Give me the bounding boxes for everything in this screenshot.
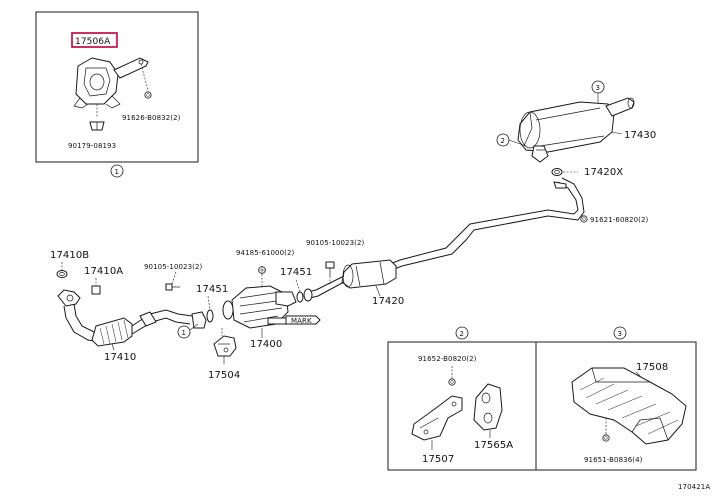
- part-17420-center-pipe[interactable]: [303, 177, 585, 302]
- leader-91626: [140, 63, 149, 91]
- part-17410-front-pipe[interactable]: [57, 289, 207, 347]
- inset-frame-3: [535, 341, 697, 471]
- bolt-91651: [602, 434, 610, 442]
- label-91651-B0836[interactable]: 91651-B0836(4): [584, 456, 643, 464]
- label-17506A[interactable]: 17506A: [75, 37, 111, 47]
- part-17451-gasket-left[interactable]: [206, 309, 214, 323]
- bolt-90105-left: [165, 283, 180, 291]
- ref-1-top: 1: [115, 168, 120, 176]
- label-90105-10023-left[interactable]: 90105-10023(2): [144, 263, 203, 271]
- leader-ref2: [508, 139, 527, 147]
- part-17506A-hanger[interactable]: [73, 57, 149, 109]
- figure-number: 170421A: [678, 483, 710, 491]
- highlight-box-17506A: [71, 32, 118, 48]
- bolt-91621: [580, 215, 588, 223]
- label-17504[interactable]: 17504: [208, 370, 240, 381]
- leader-90105-left: [171, 271, 177, 285]
- ref-circle-1-top: [110, 164, 124, 178]
- label-94185-61000[interactable]: 94185-61000(2): [236, 249, 295, 257]
- label-17410A[interactable]: 17410A: [84, 266, 123, 277]
- label-91621-60820[interactable]: 91621-60820(2): [590, 216, 649, 224]
- bolt-91626: [144, 91, 152, 99]
- part-17508-heat-insulator[interactable]: [571, 367, 687, 445]
- label-91626-B0832[interactable]: 91626-B0832(2): [122, 114, 181, 122]
- part-17430-tailpipe-muffler[interactable]: [517, 97, 635, 163]
- label-17410[interactable]: 17410: [104, 352, 136, 363]
- part-17400-catalytic-converter[interactable]: [222, 285, 297, 329]
- ref-circle-3-box: [613, 326, 627, 340]
- part-17507-bracket[interactable]: [411, 395, 463, 441]
- label-17430[interactable]: 17430: [624, 130, 656, 141]
- part-17420X-gasket[interactable]: [551, 168, 563, 176]
- leader-17451-left: [207, 295, 211, 311]
- label-90105-10023-right[interactable]: 90105-10023(2): [306, 239, 365, 247]
- ref-2-box: 2: [460, 330, 465, 338]
- part-17504-bracket[interactable]: [213, 335, 237, 357]
- nut-90179: [89, 121, 105, 131]
- leader-17410: [111, 343, 115, 351]
- leader-ref1-mid: [189, 323, 199, 331]
- ref-1-mid: 1: [182, 329, 187, 337]
- label-91652-B0820[interactable]: 91652-B0820(2): [418, 355, 477, 363]
- nut-94185: [258, 266, 266, 274]
- part-17565A-hanger[interactable]: [473, 383, 503, 431]
- bolt-91652: [448, 378, 456, 386]
- ref-3-box: 3: [618, 330, 623, 338]
- part-17410B-gasket[interactable]: [56, 270, 68, 278]
- part-17451-gasket-right[interactable]: [296, 291, 304, 303]
- leader-17451-right: [295, 279, 301, 293]
- label-17451-left[interactable]: 17451: [196, 284, 228, 295]
- label-17507[interactable]: 17507: [422, 454, 454, 465]
- leader-17430: [611, 131, 623, 135]
- leader-17508: [635, 371, 643, 379]
- part-17410A-nut[interactable]: [91, 285, 101, 295]
- label-17565A[interactable]: 17565A: [474, 440, 513, 451]
- ref-circle-1-mid: [177, 325, 191, 339]
- label-mark: MARK: [291, 317, 312, 325]
- label-90179-08193[interactable]: 90179-08193: [68, 142, 116, 150]
- ref-circle-2-box: [455, 326, 469, 340]
- label-17420[interactable]: 17420: [372, 296, 404, 307]
- mark-arrow: [285, 315, 321, 325]
- label-17400[interactable]: 17400: [250, 339, 282, 350]
- leader-17420: [375, 285, 381, 297]
- label-17451-right[interactable]: 17451: [280, 267, 312, 278]
- label-17420X[interactable]: 17420X: [584, 167, 623, 178]
- ref-2-top: 2: [501, 137, 506, 145]
- ref-3-top: 3: [596, 84, 601, 92]
- inset-frame-1: [35, 11, 199, 163]
- label-17508[interactable]: 17508: [636, 362, 668, 373]
- label-17410B[interactable]: 17410B: [50, 250, 89, 261]
- bolt-90105-right: [325, 261, 335, 276]
